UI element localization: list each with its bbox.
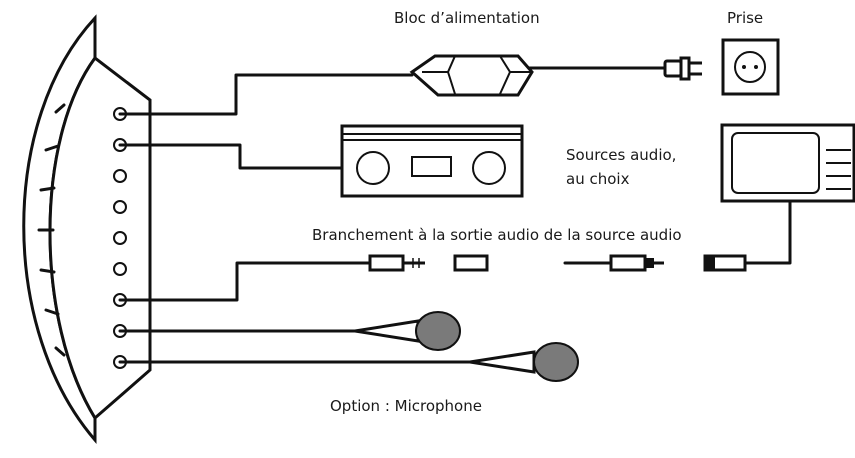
- power-supply-label: Bloc d’alimentation: [394, 9, 540, 27]
- microphone-2: [469, 342, 579, 382]
- radio-source: [340, 124, 524, 198]
- audio-connection-label: Branchement à la sortie audio de la sour…: [312, 226, 682, 244]
- speaker-grille-marks: [37, 103, 66, 357]
- power-supply: [409, 54, 534, 97]
- speaker-unit: [22, 14, 152, 445]
- tv-source: [720, 123, 855, 203]
- audio-sources-label-line2: au choix: [566, 170, 630, 188]
- cables: [118, 66, 792, 364]
- outlet-label: Prise: [727, 9, 763, 27]
- audio-sources-label-line1: Sources audio,: [566, 146, 676, 164]
- microphone-1: [354, 311, 461, 351]
- audio-plugs: [368, 254, 747, 272]
- power-plug: [663, 56, 702, 81]
- wall-outlet: [721, 38, 780, 96]
- microphone-option-label: Option : Microphone: [330, 397, 482, 415]
